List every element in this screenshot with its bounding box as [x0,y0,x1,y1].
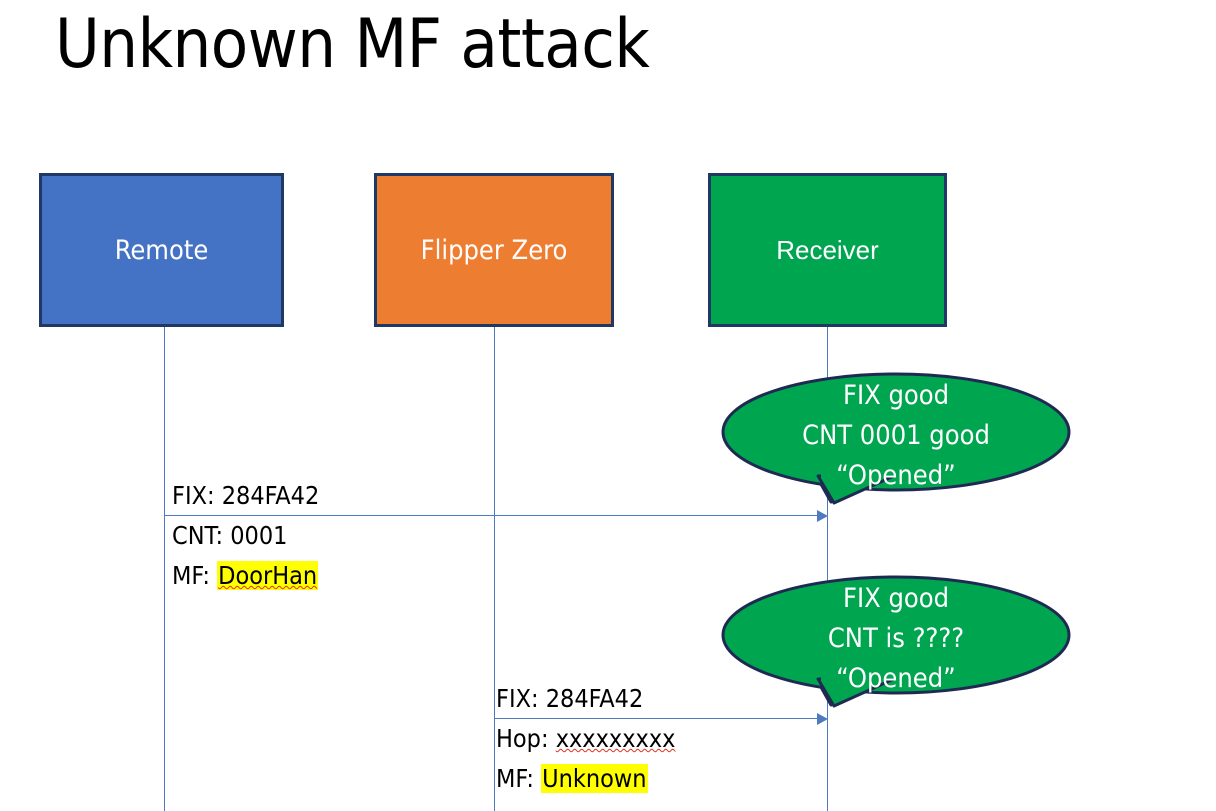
callout-bubble-shape [721,372,1071,505]
message-line-value: Unknown [541,764,648,793]
actor-box-receiver[interactable]: Receiver [708,173,947,327]
message-line-value: DoorHan [217,561,319,590]
message-line-value: 0001 [230,521,288,550]
message-line: FIX: 284FA42 [496,679,675,719]
actor-box-remote[interactable]: Remote [39,173,284,327]
actor-label-remote: Remote [114,234,209,266]
message-line-prefix: FIX: [496,684,546,713]
message-line-value: xxxxxxxxx [555,724,676,753]
arrow-shaft [164,515,819,516]
actor-label-flipper: Flipper Zero [420,234,568,266]
lifeline-remote [164,327,165,811]
callout-receiver-response-1: FIX good CNT 0001 good “Opened” [721,362,1071,514]
message-line-prefix: MF: [172,561,218,590]
page-title: Unknown MF attack [55,5,650,84]
arrow-head-icon [817,510,828,522]
actor-label-receiver: Receiver [776,235,879,265]
message-arrow-flipper-to-receiver [494,713,828,725]
arrow-head-icon [817,713,828,725]
message-line: Hop: xxxxxxxxx [496,719,675,759]
message-label-flipper-to-receiver: FIX: 284FA42 Hop: xxxxxxxxx MF: Unknown [496,679,675,799]
message-label-remote-to-receiver: FIX: 284FA42 CNT: 0001 MF: DoorHan [172,476,319,596]
message-line-prefix: MF: [496,764,542,793]
message-line-prefix: FIX: [172,481,222,510]
message-line-value: 284FA42 [221,481,320,510]
message-line-value: 284FA42 [545,684,644,713]
message-line: MF: DoorHan [172,556,319,596]
message-line: MF: Unknown [496,759,675,799]
message-line: CNT: 0001 [172,516,319,556]
message-arrow-remote-to-receiver [164,510,828,522]
actor-box-flipper[interactable]: Flipper Zero [374,173,614,327]
callout-receiver-response-2: FIX good CNT is ???? “Opened” [721,565,1071,717]
message-line: FIX: 284FA42 [172,476,319,516]
arrow-shaft [494,718,819,719]
message-line-prefix: Hop: [496,724,556,753]
lifeline-flipper [494,327,495,811]
message-line-prefix: CNT: [172,521,231,550]
lifeline-receiver [827,327,828,811]
callout-bubble-shape [721,575,1071,708]
